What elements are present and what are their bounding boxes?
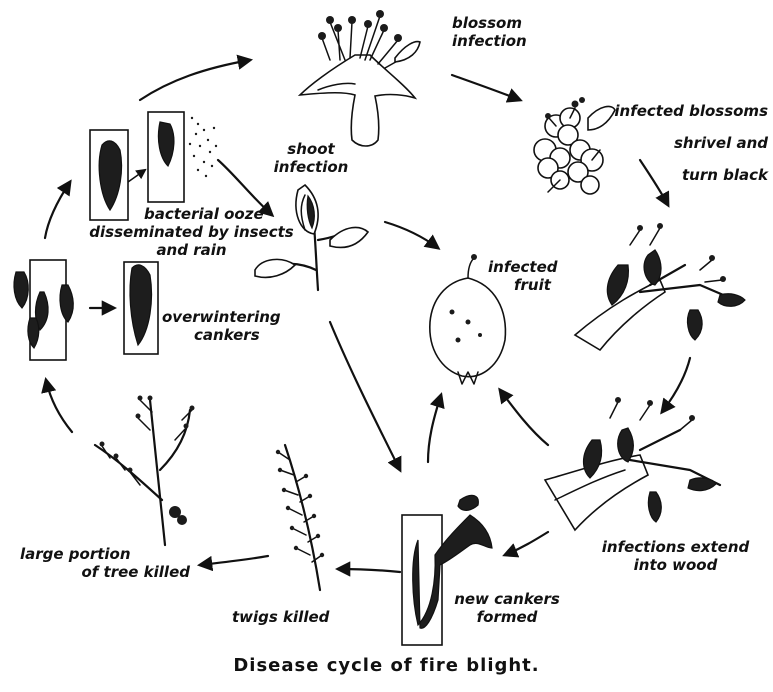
arrow-cankers-to-ooze	[45, 182, 70, 238]
arrow-large-portion-to-cankers	[46, 380, 72, 432]
arrow-ooze-to-blossom	[140, 60, 250, 100]
label-infections-extend: infections extendinto wood	[588, 538, 763, 574]
label-blossom-infection: blossominfection	[452, 14, 527, 50]
label-large-portion: large portion of tree killed	[20, 545, 190, 581]
arrow-twigs-to-large-portion	[200, 556, 268, 565]
label-bacterial-ooze: bacterial ooze disseminated by insects a…	[84, 205, 299, 259]
label-twigs-killed: twigs killed	[232, 608, 329, 626]
arrow-shoot-to-new-cankers	[330, 322, 400, 470]
label-new-cankers: new cankersformed	[442, 590, 572, 626]
label-infected-blossoms: infected blossoms shrivel and turn black	[598, 102, 768, 184]
arrow-blossom-to-infected-blossoms	[452, 75, 520, 100]
arrow-shoot-to-fruit	[385, 222, 438, 248]
large-portion-killed-illustration	[95, 396, 195, 546]
arrow-new-cankers-to-twigs	[338, 569, 400, 572]
bacterial-ooze-illustration	[90, 112, 217, 220]
arrow-ooze-small	[128, 170, 145, 182]
overwintering-cankers-illustration	[14, 260, 158, 360]
arrow-branch-to-wood	[662, 358, 690, 412]
label-overwintering-cankers: overwinteringcankers	[162, 308, 281, 344]
infected-wood-illustration	[545, 397, 720, 530]
arrow-fruit-to-new-cankers	[428, 395, 441, 462]
label-shoot-infection: shootinfection	[256, 140, 366, 176]
blackened-branch-illustration	[575, 223, 745, 350]
label-infected-fruit: infectedfruit	[488, 258, 558, 294]
blossom-illustration	[300, 10, 420, 146]
figure-caption: Disease cycle of fire blight.	[0, 655, 773, 676]
arrow-branch-to-fruit	[500, 390, 548, 445]
arrow-wood-to-new-cankers	[505, 532, 548, 555]
twigs-killed-illustration	[276, 445, 324, 590]
